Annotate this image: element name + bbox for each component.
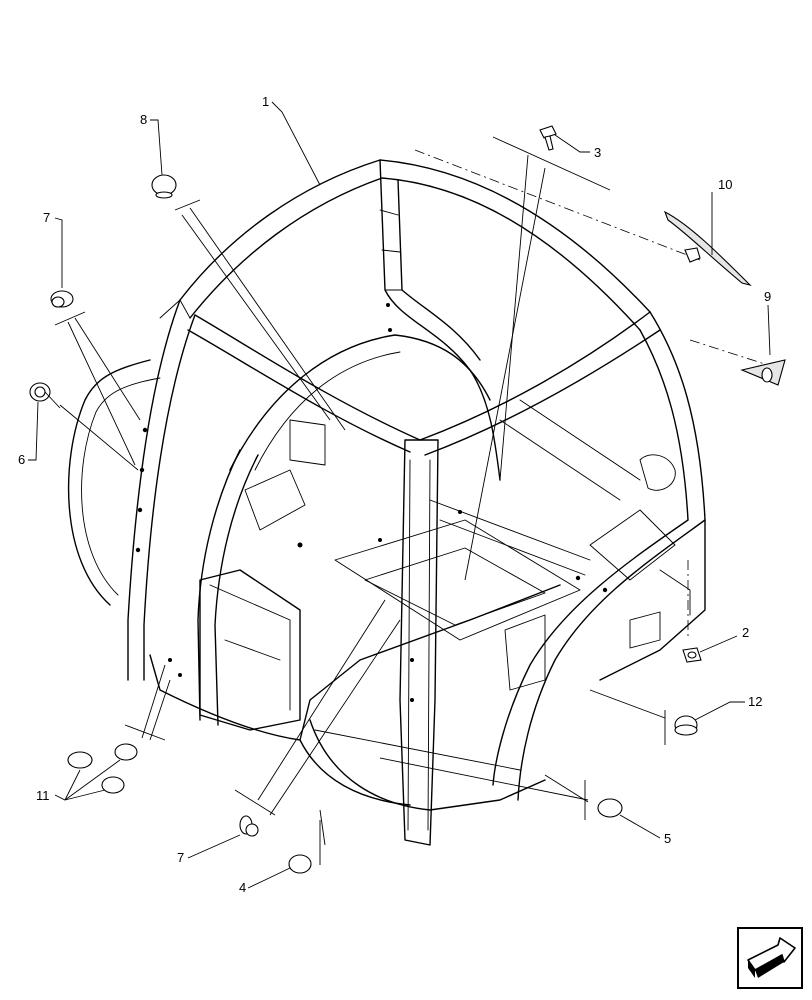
callout-5: 5 bbox=[664, 831, 671, 846]
nut-part-2 bbox=[682, 647, 702, 663]
callout-4: 4 bbox=[239, 880, 246, 895]
callouts: 1 2 3 4 5 6 7 7 8 9 10 11 12 bbox=[18, 94, 771, 895]
callout-8: 8 bbox=[140, 112, 147, 127]
leader-lines bbox=[28, 101, 771, 889]
cap-part-12 bbox=[674, 715, 698, 736]
callout-10: 10 bbox=[718, 177, 732, 192]
trim-part-9 bbox=[740, 359, 786, 386]
callout-11: 11 bbox=[36, 788, 50, 803]
return-navigation-button[interactable] bbox=[737, 927, 803, 989]
plug-part-7-upper bbox=[50, 290, 74, 308]
plug-part-4 bbox=[288, 854, 312, 874]
callout-9: 9 bbox=[764, 289, 771, 304]
grommet-part-6 bbox=[29, 382, 51, 402]
cab-frame bbox=[67, 149, 769, 846]
callout-7-upper: 7 bbox=[43, 210, 50, 225]
plug-part-5 bbox=[597, 798, 623, 818]
callout-1: 1 bbox=[262, 94, 269, 109]
callout-2: 2 bbox=[742, 625, 749, 640]
callout-12: 12 bbox=[748, 694, 762, 709]
callout-6: 6 bbox=[18, 452, 25, 467]
plugs-part-11 bbox=[67, 743, 138, 794]
bolt-part-3 bbox=[539, 125, 557, 151]
callout-3: 3 bbox=[594, 145, 601, 160]
arrow-return-icon bbox=[747, 937, 796, 978]
callout-7-lower: 7 bbox=[177, 850, 184, 865]
plug-part-8 bbox=[151, 174, 177, 199]
clip-part-7-lower bbox=[239, 815, 259, 837]
trim-panel-part-10 bbox=[663, 210, 752, 287]
